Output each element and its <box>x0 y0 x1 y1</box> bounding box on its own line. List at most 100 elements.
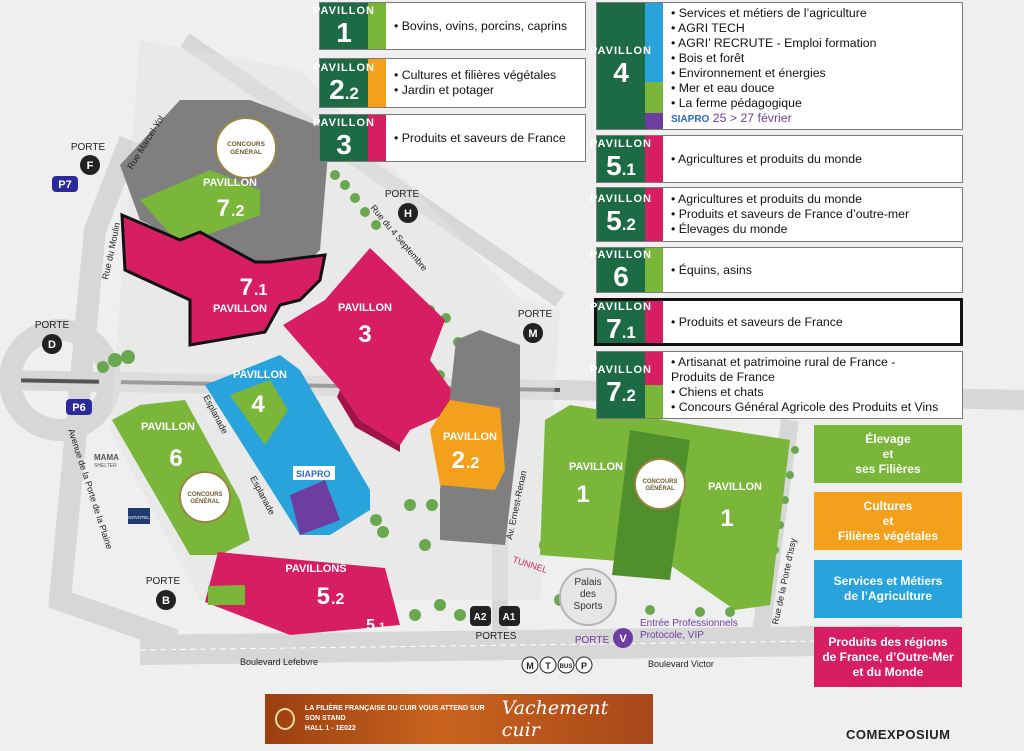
seal-icon <box>275 708 295 730</box>
seal-text: CONCOURS <box>227 141 266 148</box>
pavillon-5[interactable]: PAVILLONS 5 .2 5 .1 <box>205 552 400 635</box>
seal-text: GÉNÉRAL <box>230 147 262 156</box>
pavillon-number: 7 <box>217 195 230 222</box>
category-line: et <box>882 446 894 461</box>
category-line: et <box>882 513 894 528</box>
porte-label: PORTE <box>385 189 420 200</box>
legend-lines: • Agricultures et produits du monde• Pro… <box>671 192 910 236</box>
street-label: Boulevard Lefebvre <box>240 657 318 667</box>
cuir-banner[interactable]: LA FILIÈRE FRANÇAISE DU CUIR VOUS ATTEND… <box>265 694 653 744</box>
porte-label: PORTE <box>35 320 70 331</box>
gate-h-icon[interactable] <box>398 203 418 223</box>
seal-text: CONCOURS <box>187 492 222 498</box>
category-line: Produits des régions <box>828 634 948 649</box>
legend-lines: • Produits et saveurs de France <box>394 130 566 145</box>
siapro-logo <box>293 466 335 480</box>
seal-text: GÉNÉRAL <box>645 484 675 492</box>
pavillon-number: 7 <box>240 274 253 301</box>
gate-d-icon[interactable] <box>42 334 62 354</box>
gate-m-icon[interactable] <box>523 323 543 343</box>
porte-label: PORTE <box>71 142 106 153</box>
pavillon-label: PAVILLON <box>443 431 497 443</box>
mama-shelter-label: SHELTER <box>94 463 117 469</box>
legend-lines: • Bovins, ovins, porcins, caprins <box>394 18 568 33</box>
category-line: de l’Agriculture <box>843 589 932 603</box>
metro-icon: M <box>526 661 534 671</box>
pavillon-number: 4 <box>251 391 265 418</box>
pavillon-number: 3 <box>358 321 371 348</box>
transit-icons: M T BUS P <box>521 656 593 674</box>
legend-stripes <box>368 3 386 49</box>
pavillon-subnumber: .1 <box>254 282 267 299</box>
pavillon-7-2[interactable]: CONCOURS GÉNÉRAL PAVILLON 7 .2 <box>120 100 330 290</box>
gate-a2-icon[interactable] <box>470 606 491 626</box>
palais-des-sports[interactable]: Palais des Sports <box>559 568 617 626</box>
pavillon-4[interactable]: PAVILLON 4 SIAPRO <box>205 355 370 535</box>
parking-label: P7 <box>58 179 71 191</box>
palais-label: Sports <box>574 601 603 612</box>
novotel-logo <box>128 508 150 524</box>
comexposium-logo: COMEXPOSIUM <box>846 727 951 742</box>
palais-label: Palais <box>574 577 601 588</box>
category-line: Élevage <box>865 431 911 446</box>
concours-seal-icon <box>215 117 277 179</box>
pavillon-7-1[interactable]: 7 .1 PAVILLON <box>120 212 327 347</box>
pavillon-subnumber: .2 <box>231 203 244 220</box>
gate-a1-icon[interactable] <box>499 606 520 626</box>
porte-label: PORTE <box>575 635 610 646</box>
pavillon-label: PAVILLONS <box>285 563 346 575</box>
pavillon-label: PAVILLON <box>233 369 287 381</box>
pavillon-label: PAVILLON <box>569 461 623 473</box>
seal-text: CONCOURS <box>642 479 677 485</box>
seal-text: GÉNÉRAL <box>190 497 220 505</box>
gate-letter: A1 <box>503 612 516 623</box>
parking-p7-icon[interactable] <box>52 176 78 192</box>
parking-label: P6 <box>72 402 85 414</box>
banner-brand: Vachement cuir <box>501 697 609 741</box>
pavillon-3[interactable]: PAVILLON 3 <box>283 248 455 452</box>
legend-lines: • Cultures et filières végétales• Jardin… <box>394 68 557 97</box>
parking-p6-icon[interactable] <box>66 399 92 415</box>
pavillon-label: PAVILLON <box>203 177 257 189</box>
street-label: Boulevard Victor <box>648 659 714 669</box>
legend-stripes <box>368 59 386 107</box>
gate-v-icon[interactable] <box>613 628 633 648</box>
gate-b-icon[interactable] <box>156 590 176 610</box>
pavillon-6[interactable]: PAVILLON 6 CONCOURS GÉNÉRAL <box>112 400 250 555</box>
pavillon-1[interactable]: CONCOURS GÉNÉRAL PAVILLON 1 PAVILLON 1 <box>540 405 790 610</box>
gate-f-icon[interactable] <box>80 155 100 175</box>
pavillon-2-2[interactable]: PAVILLON 2 .2 <box>430 330 520 545</box>
gate-letter: F <box>87 160 94 172</box>
pavillon-label: PAVILLON <box>708 481 762 493</box>
entree-pro-label: Entrée Professionnels <box>640 618 738 629</box>
category-line: Cultures <box>863 498 913 513</box>
legend-stripes <box>645 248 663 292</box>
siapro-dates: 25 > 27 février <box>712 110 792 125</box>
legend-stripes <box>645 188 663 241</box>
concours-seal-icon <box>634 458 686 510</box>
pavillon-subnumber: .2 <box>331 591 344 608</box>
parking-icon: P <box>581 661 587 671</box>
gate-letter: D <box>48 339 56 351</box>
novotel-label: NOVOTEL <box>128 515 150 520</box>
